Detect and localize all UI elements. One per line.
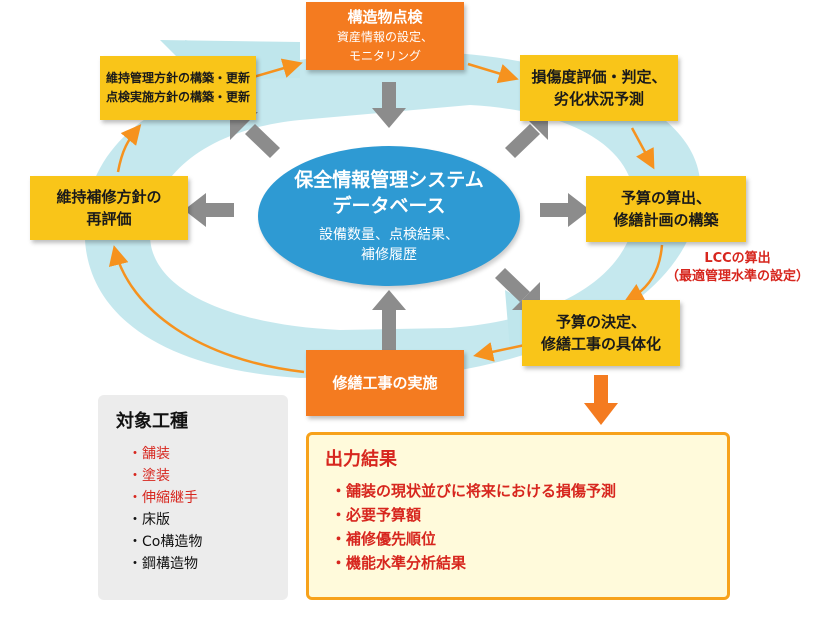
orange-arrow-1 (249, 58, 303, 80)
target-item: ・床版 (128, 512, 170, 528)
database-sub-2: 補修履歴 (361, 247, 417, 263)
node-budget-calc: 予算の算出、 修繕計画の構築 (586, 176, 746, 242)
repair-work-line1: 修繕工事の実施 (332, 374, 438, 392)
damage-eval-line1: 損傷度評価・判定、 (531, 68, 667, 86)
orange-arrow-4 (623, 244, 664, 303)
policy-update-line1: 維持管理方針の構築・更新 (105, 71, 250, 85)
node-policy-reeval: 維持補修方針の 再評価 (30, 176, 188, 240)
database-sub-1: 設備数量、点検結果、 (319, 227, 459, 243)
gray-arrow-top (372, 82, 406, 128)
budget-calc-line1: 予算の算出、 (620, 189, 711, 207)
budget-calc-line2: 修繕計画の構築 (613, 211, 719, 229)
node-damage-eval: 損傷度評価・判定、 劣化状況予測 (520, 55, 678, 121)
damage-eval-line2: 劣化状況予測 (553, 90, 644, 108)
node-inspection: 構造物点検 資産情報の設定、 モニタリング (306, 2, 464, 70)
policy-update-line2: 点検実施方針の構築・更新 (105, 90, 250, 104)
gray-arrow-bottom (372, 290, 406, 350)
target-item: ・塗装 (128, 468, 170, 484)
budget-decide-line1: 予算の決定、 (555, 313, 646, 331)
policy-reeval-line1: 維持補修方針の (56, 188, 162, 206)
node-repair-work: 修繕工事の実施 (306, 350, 464, 416)
lcc-line2: （最適管理水準の設定） (666, 269, 810, 284)
budget-decide-line2: 修繕工事の具体化 (540, 335, 661, 353)
orange-arrow-3 (630, 127, 655, 170)
output-item: ・補修優先順位 (331, 530, 437, 548)
lcc-line1: LCCの算出 (704, 251, 771, 266)
target-item: ・鋼構造物 (128, 556, 198, 572)
output-item: ・機能水準分析結果 (331, 554, 467, 572)
orange-arrow-2 (467, 62, 519, 84)
gray-arrow-right (540, 193, 590, 227)
orange-arrow-7 (116, 124, 142, 173)
output-panel: 出力結果 ・舗装の現状並びに将来における損傷予測 ・必要予算額 ・補修優先順位 … (306, 432, 730, 600)
target-types-title: 対象工種 (116, 411, 188, 432)
output-item: ・必要予算額 (331, 506, 422, 524)
target-item: ・舗装 (128, 446, 170, 462)
inspection-title: 構造物点検 (347, 8, 423, 26)
gray-arrow-left (184, 193, 234, 227)
inspection-line1: 資産情報の設定、 (336, 30, 433, 44)
orange-arrow-5 (473, 342, 526, 362)
target-types-panel: 対象工種 ・舗装 ・塗装 ・伸縮継手 ・床版 ・Co構造物 ・鋼構造物 (98, 395, 288, 600)
node-budget-decide: 予算の決定、 修繕工事の具体化 (522, 300, 680, 366)
policy-reeval-line2: 再評価 (86, 210, 132, 228)
node-policy-update: 維持管理方針の構築・更新 点検実施方針の構築・更新 (100, 56, 256, 120)
target-item: ・伸縮継手 (128, 490, 198, 506)
lcc-label: LCCの算出 （最適管理水準の設定） (666, 250, 809, 286)
target-item: ・Co構造物 (128, 534, 203, 550)
output-arrow (584, 375, 618, 425)
output-title: 出力結果 (325, 449, 397, 470)
database-oval: 保全情報管理システム データベース 設備数量、点検結果、 補修履歴 (258, 146, 520, 286)
database-title-2: データベース (332, 195, 446, 217)
orange-arrow-6 (108, 245, 305, 374)
output-item: ・舗装の現状並びに将来における損傷予測 (331, 482, 617, 500)
inspection-line2: モニタリング (348, 49, 421, 63)
database-title-1: 保全情報管理システム (294, 169, 484, 191)
